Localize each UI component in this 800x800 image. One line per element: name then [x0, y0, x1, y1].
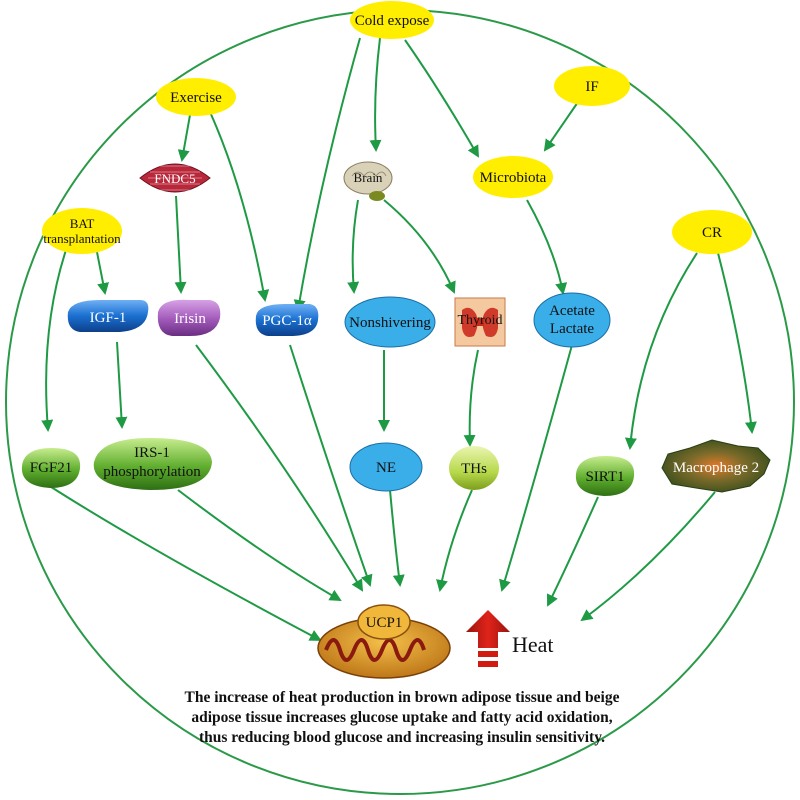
- arrow-exercise-pgc1a: [209, 111, 270, 302]
- acetate-label: Acetate: [549, 303, 595, 319]
- ths-node: THs: [449, 446, 499, 490]
- arrow-cr-sirt1: [624, 252, 698, 450]
- trigger-microbiota: Microbiota: [473, 156, 553, 198]
- brain-label: Brain: [354, 170, 383, 185]
- ne-node: NE: [349, 442, 423, 492]
- arrow-brain-thyroid: [383, 199, 456, 294]
- arrow-thyroid-ths: [463, 349, 479, 447]
- macrophage2-label: Macrophage 2: [673, 460, 759, 476]
- irs1-label-2: phosphorylation: [103, 464, 201, 480]
- arrow-igf1-irs1: [115, 341, 128, 429]
- arrow-bat-igf1: [95, 246, 109, 295]
- nonshivering-node: Nonshivering: [344, 296, 436, 348]
- trigger-cold-expose: Cold expose: [350, 1, 434, 39]
- ths-label: THs: [461, 461, 487, 477]
- caption-line-3: thus reducing blood glucose and increasi…: [199, 729, 605, 746]
- acetate-lactate-node: Acetate Lactate: [533, 292, 611, 348]
- thyroid-node: Thyroid: [454, 297, 506, 347]
- brain-node: Brain: [343, 161, 393, 201]
- arrow-irisin-ucp1: [195, 344, 364, 592]
- arrow-acetate-ucp1: [499, 344, 573, 592]
- fgf21-label: FGF21: [30, 460, 73, 476]
- trigger-exercise: Exercise: [156, 78, 236, 116]
- bat-label-1: BAT: [70, 216, 95, 231]
- if-label: IF: [585, 79, 598, 95]
- irisin-label: Irisin: [174, 311, 206, 327]
- arrow-cold-pgc1a: [293, 37, 361, 312]
- sirt1-node: SIRT1: [575, 456, 635, 496]
- ucp1-label: UCP1: [366, 615, 403, 631]
- arrow-if-microbiota: [543, 101, 579, 152]
- sirt1-label: SIRT1: [585, 469, 624, 485]
- bat-label-2: transplantation: [43, 231, 121, 246]
- arrow-cold-brain: [369, 37, 382, 152]
- lactate-label: Lactate: [550, 321, 594, 337]
- arrow-fgf21-ucp1: [47, 484, 322, 641]
- arrow-cr-macrophage: [717, 252, 757, 434]
- heat-arrow: Heat: [466, 610, 554, 667]
- caption-line-2: adipose tissue increases glucose uptake …: [191, 709, 612, 726]
- arrow-fndc5-irisin: [174, 195, 187, 294]
- ucp1-mitochondrion: UCP1: [317, 604, 451, 679]
- arrow-bat-fgf21: [41, 249, 67, 432]
- arrow-cold-microbiota: [404, 39, 479, 158]
- trigger-cr: CR: [672, 210, 752, 254]
- arrow-pgc1a-ucp1: [289, 344, 373, 587]
- microbiota-label: Microbiota: [480, 170, 547, 186]
- cr-label: CR: [702, 225, 722, 241]
- arrow-irs1-ucp1: [177, 489, 342, 601]
- pgc1a-label: PGC-1α: [262, 313, 312, 329]
- arrow-brain-nonshivering: [347, 199, 360, 294]
- irs1-label-1: IRS-1: [134, 445, 170, 461]
- fndc5-muscle: FNDC5: [139, 163, 211, 193]
- trigger-if: IF: [554, 66, 630, 106]
- igf1-label: IGF-1: [90, 310, 127, 326]
- exercise-label: Exercise: [170, 90, 222, 106]
- arrow-microbiota-acetate: [526, 199, 568, 295]
- heat-label: Heat: [512, 632, 554, 657]
- arrow-ths-ucp1: [436, 489, 473, 592]
- ne-label: NE: [376, 460, 396, 476]
- arrow-macrophage-heat: [580, 491, 716, 622]
- igf1-node: IGF-1: [67, 300, 149, 332]
- arrow-exercise-fndc5: [177, 114, 191, 162]
- arrow-ne-ucp1: [389, 489, 405, 587]
- thyroid-label: Thyroid: [457, 313, 502, 328]
- fgf21-node: FGF21: [21, 448, 81, 488]
- pgc1a-node: PGC-1α: [255, 304, 319, 336]
- fndc5-label: FNDC5: [154, 171, 195, 186]
- nonshivering-label: Nonshivering: [349, 315, 431, 331]
- cold-expose-label: Cold expose: [355, 13, 430, 29]
- irs1-node: IRS-1 phosphorylation: [93, 438, 212, 490]
- trigger-bat-transplantation: BAT transplantation: [42, 208, 122, 254]
- arrows: [41, 37, 757, 641]
- macrophage2-node: Macrophage 2: [661, 439, 771, 493]
- arrow-sirt1-heat: [547, 496, 599, 607]
- caption-line-1: The increase of heat production in brown…: [185, 689, 620, 706]
- irisin-node: Irisin: [157, 299, 221, 336]
